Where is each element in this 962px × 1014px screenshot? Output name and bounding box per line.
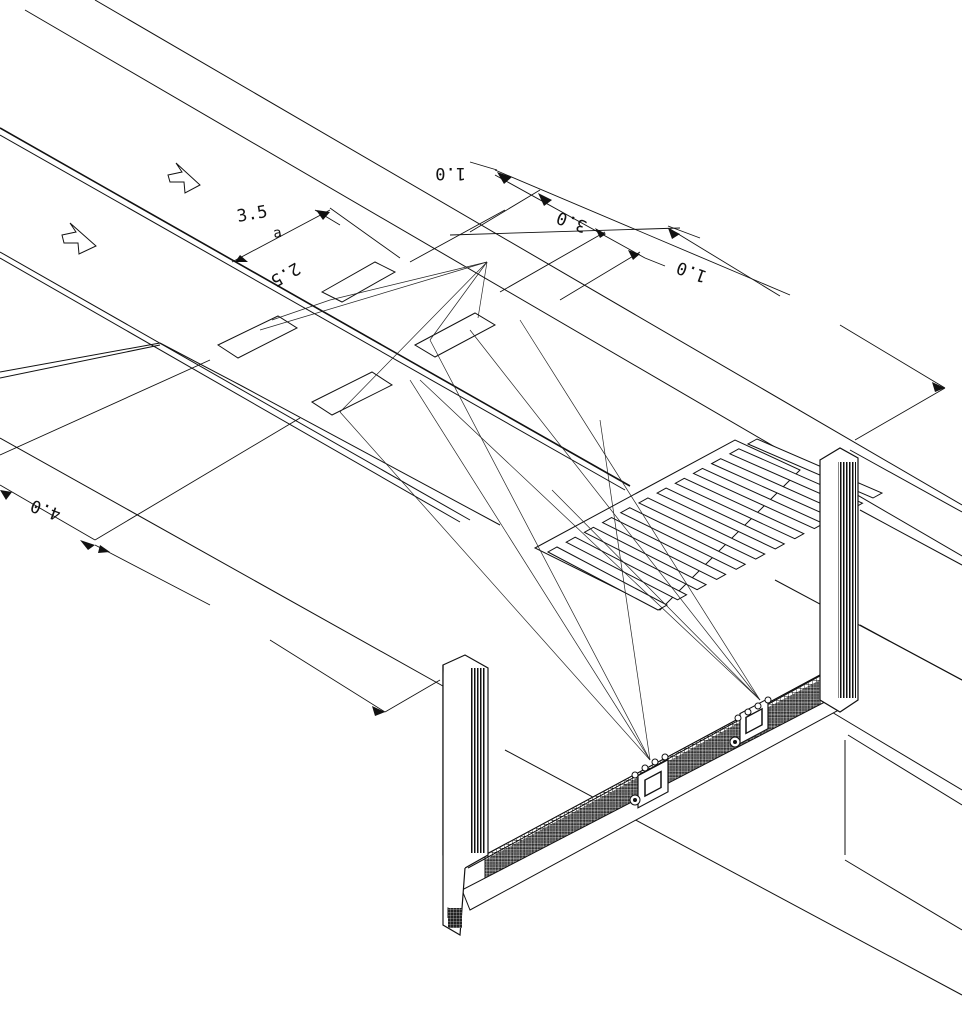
crosswalk-stripe [637,497,766,560]
dim-label-right: 1.0 [674,257,710,286]
dimension-labels: 1.0 3.0 1.0 3.5 a 2.5 4.0 [28,163,710,524]
crosswalk-stripe [674,477,805,540]
crosswalk-stripe [619,507,747,570]
direction-arrow-lower [61,222,97,255]
dim-label-upper: 3.5 [235,202,269,227]
dim-label-side: 4.0 [28,495,64,524]
gantry [442,447,859,937]
dim-label-symbol: a [272,225,283,242]
dimension-lines [0,161,946,713]
dimension-arrowheads [0,172,945,716]
lane-markings [216,261,497,416]
camera-unit-right [729,696,772,748]
dim-label-top-left: 1.0 [435,163,466,183]
crosswalk [533,438,884,611]
dim-label-lower: 2.5 [267,258,304,291]
camera-rays [259,261,761,761]
crosswalk-stripe [565,536,688,601]
camera-unit-left [629,753,669,809]
crosswalk-stripe [546,546,669,611]
crosswalk-stripe [655,487,786,550]
direction-arrow-upper [167,162,201,194]
